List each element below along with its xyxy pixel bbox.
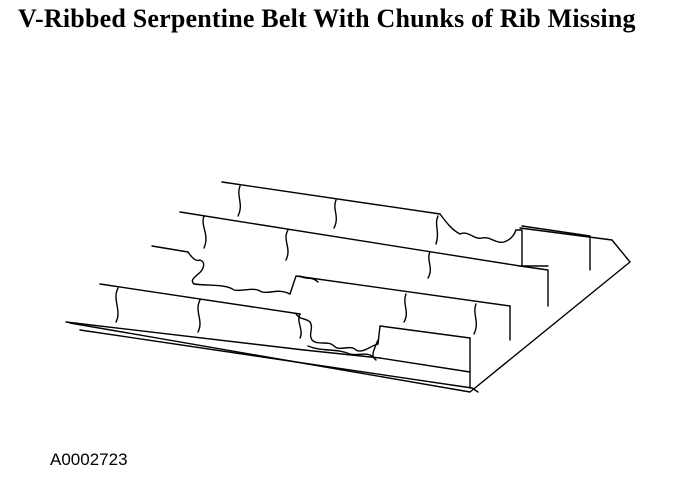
rib-3 [151,245,511,341]
belt-illustration [0,170,688,410]
rib-2 [179,211,549,307]
figure-code: A0002723 [50,450,128,469]
missing-chunk-area [295,313,471,389]
rib-5 [65,321,471,373]
rib-1 [221,181,591,271]
diagram-title: V-Ribbed Serpentine Belt With Chunks of … [18,4,636,33]
belt-backing [69,227,631,393]
rib-4 [99,283,477,339]
